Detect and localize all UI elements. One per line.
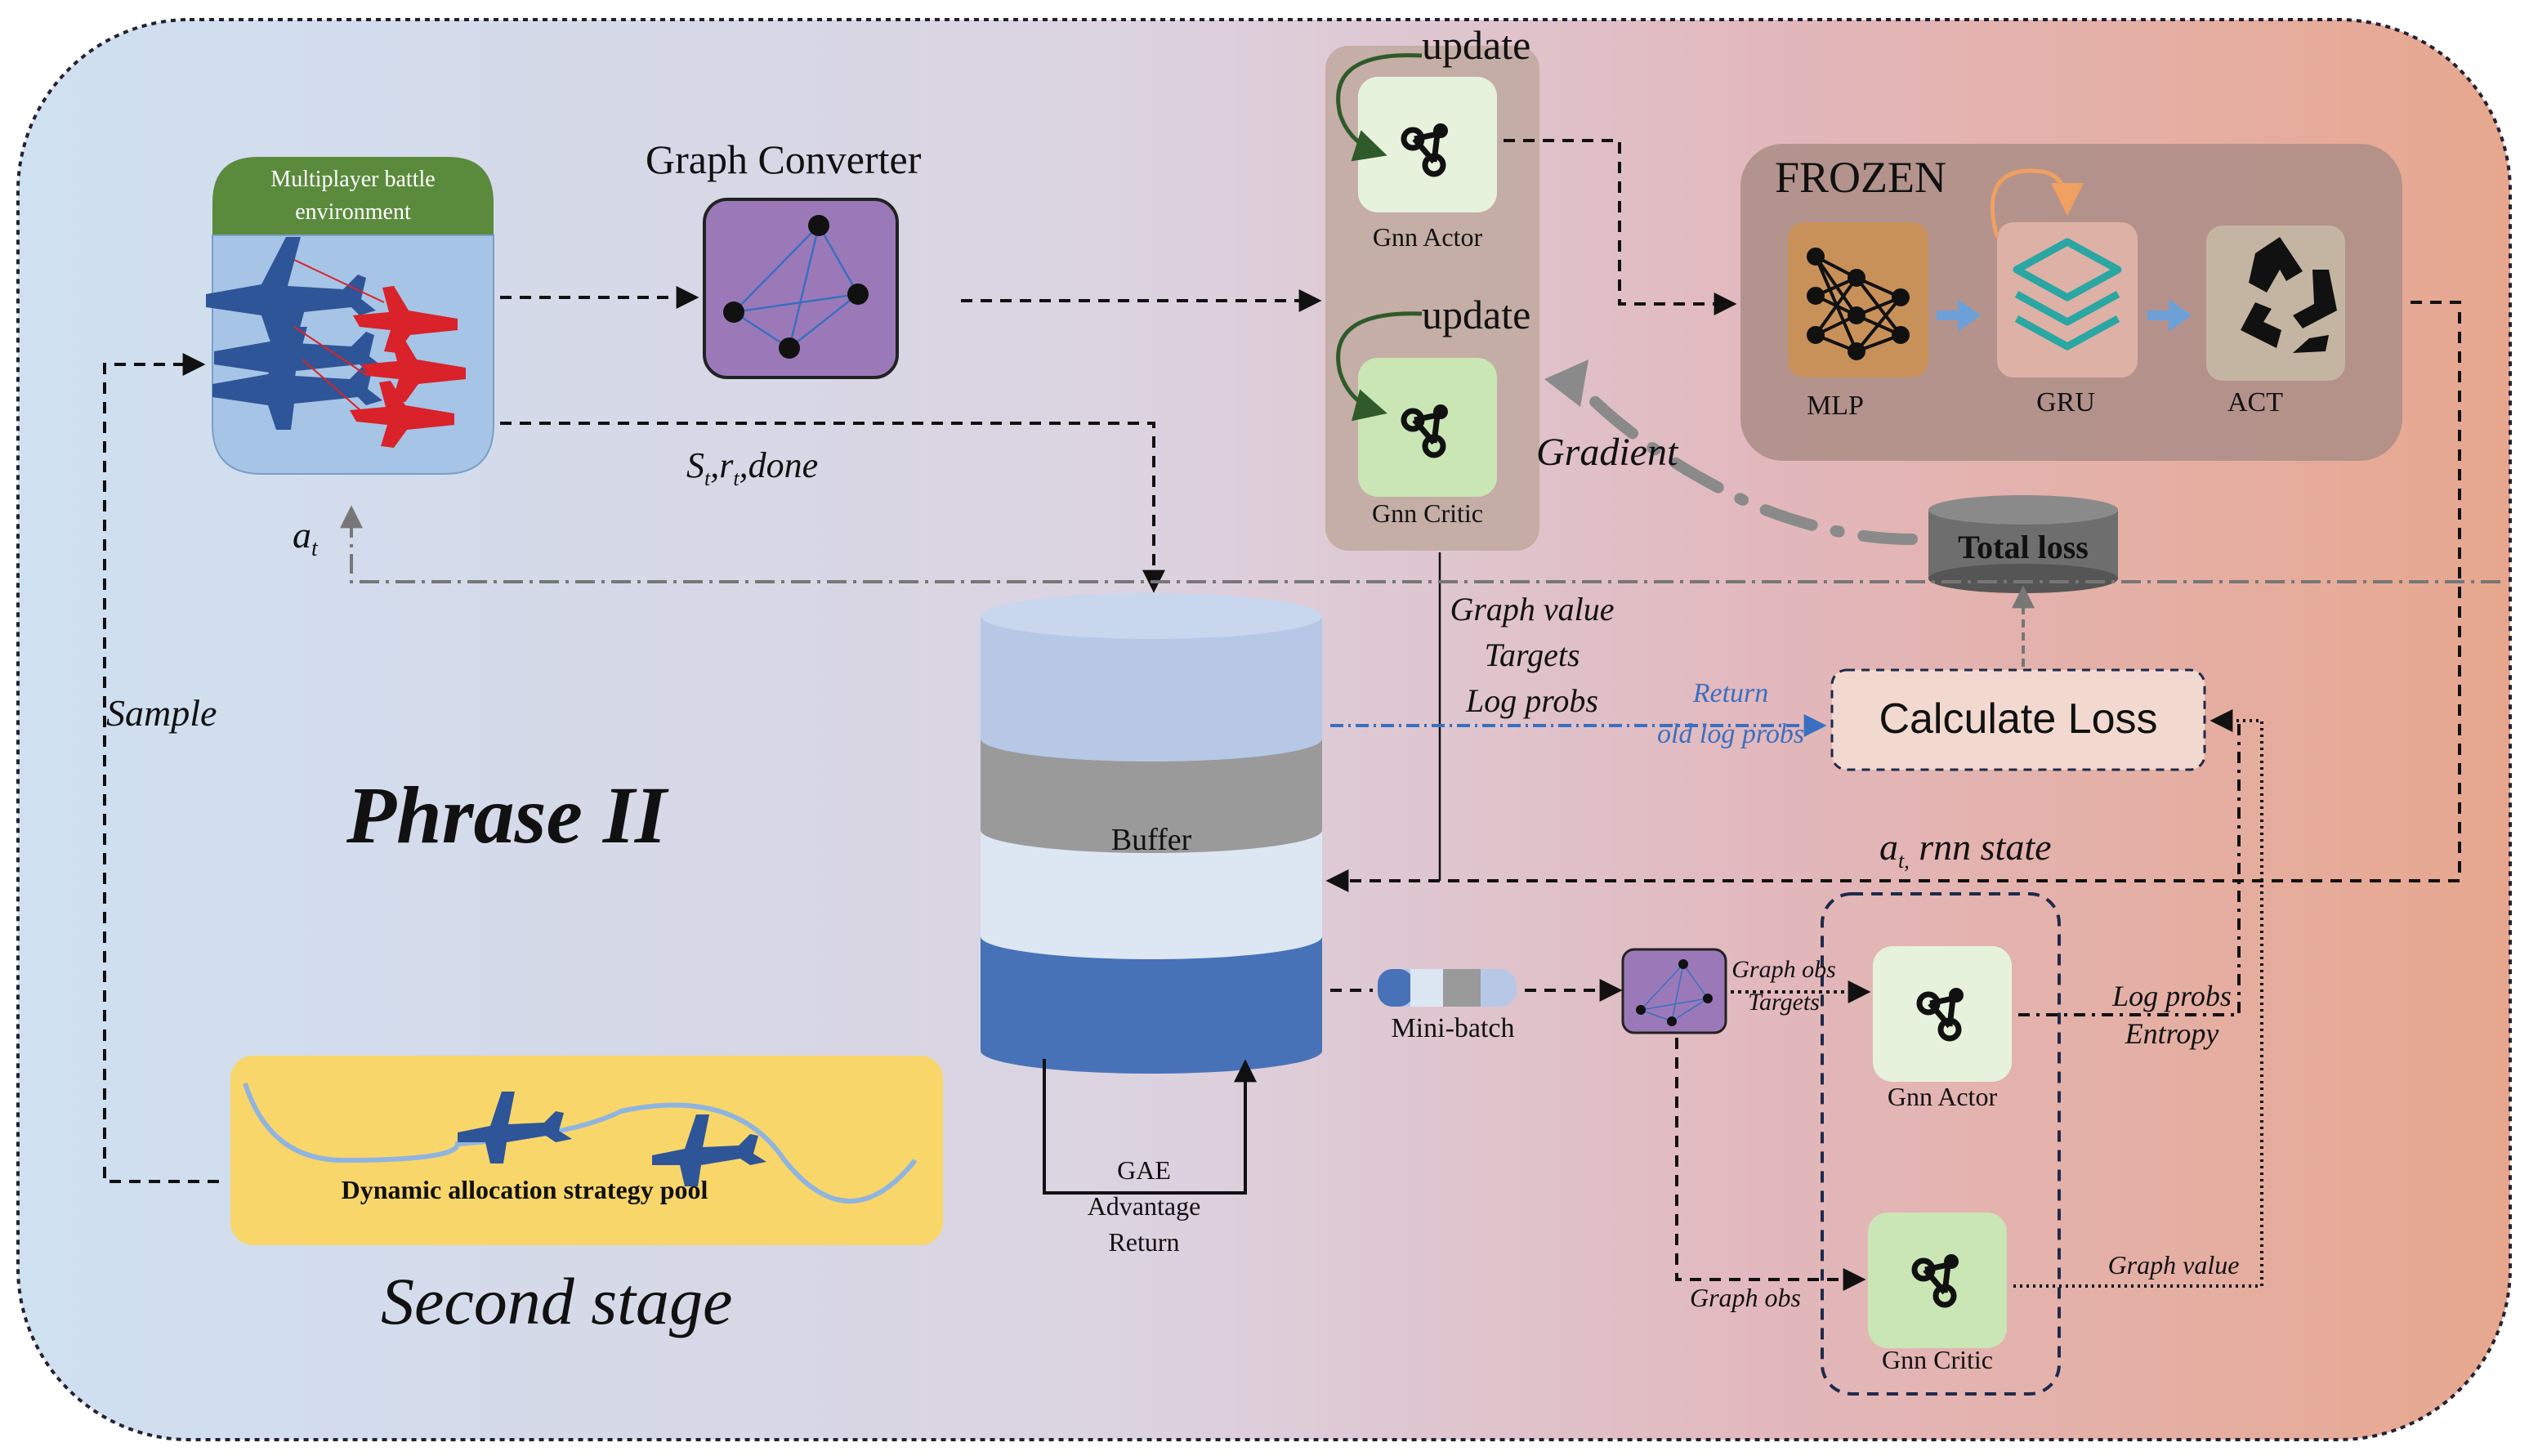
red-plane-icon <box>361 335 466 402</box>
gru-layers-icon <box>2013 238 2122 351</box>
action-a: a <box>293 514 311 556</box>
at-a: a <box>1879 826 1898 868</box>
graph-value-bottom-label: Graph value <box>2107 1250 2240 1280</box>
critic-top-label: Gnn Critic <box>1372 498 1483 528</box>
recycle-icon <box>2241 237 2337 353</box>
actor-bottom-to-calc-line <box>2018 721 2241 1016</box>
total-loss-label: Total loss <box>1958 529 2089 565</box>
mlp-to-gru-arrow <box>1937 299 1981 332</box>
red-plane-icon <box>353 286 458 353</box>
gnn-actor-top-tile <box>1358 77 1497 212</box>
state-sub-t: t <box>704 466 711 490</box>
action-feedback-arrow <box>340 505 2500 583</box>
buffer-cylinder <box>981 593 1322 1074</box>
strategy-pool-box <box>230 1056 943 1245</box>
at-rest: rnn state <box>1909 826 2052 868</box>
graph-converter-icon <box>703 198 899 379</box>
gru-recurrent-arrow <box>1990 168 2084 238</box>
actor-top-update-label: update <box>1422 22 1531 68</box>
strategy-plane-icon <box>652 1114 766 1186</box>
env-to-buffer-arrow <box>500 422 1165 593</box>
strategy-curve <box>243 1083 918 1204</box>
gnn-critic-top-tile <box>1358 358 1497 497</box>
sample-label: Sample <box>106 692 217 734</box>
state-reward-label: St,rt,done <box>686 445 819 490</box>
calculate-loss-box <box>1830 668 2206 771</box>
logprobs-entropy-line2: Entropy <box>2125 1017 2219 1050</box>
frozen-to-buffer-arrow <box>1325 301 2461 892</box>
at-rnn-state-label: at, rnn state <box>1879 825 2052 873</box>
strategy-pool-label: Dynamic allocation strategy pool <box>341 1175 708 1204</box>
small-graph-converter-icon <box>1621 948 1727 1034</box>
mlp-label: MLP <box>1807 391 1864 421</box>
update-arrow-critic <box>1336 311 1423 422</box>
gae-loop <box>1043 1059 1257 1195</box>
return-label: Return <box>1692 678 1769 708</box>
action-label: at <box>293 513 318 562</box>
actor-top-label: Gnn Actor <box>1372 222 1483 252</box>
red-plane-icon <box>350 381 454 448</box>
mlp-network-icon <box>1807 248 1910 360</box>
logprobs-entropy-line1: Log probs <box>2112 980 2232 1012</box>
frozen-title: FROZEN <box>1775 153 1947 202</box>
phase-title: Phrase II <box>346 770 667 860</box>
total-loss-cylinder <box>1928 495 2118 593</box>
bottom-model-group <box>1821 892 2061 1396</box>
critic-bottom-label: Gnn Critic <box>1882 1345 1993 1374</box>
buffer-label: Buffer <box>1110 823 1192 857</box>
calculate-loss-label: Calculate Loss <box>1879 695 2158 743</box>
act-label: ACT <box>2227 387 2283 418</box>
state-done: done <box>748 445 819 485</box>
missile-trails <box>293 259 385 418</box>
graph-obs-targets-line1: Graph obs <box>1731 956 1836 983</box>
graph-obs-targets-line2: Targets <box>1748 989 1820 1016</box>
strategy-plane-icon <box>458 1092 572 1163</box>
gradient-label: Gradient <box>1536 431 1678 474</box>
minibatch-icon <box>1378 969 1517 1007</box>
old-log-probs-label: old log probs <box>1656 719 1805 749</box>
advantage-label: Advantage <box>1087 1191 1201 1221</box>
critic-top-update-label: update <box>1422 292 1531 337</box>
blue-plane-icon <box>212 327 382 430</box>
targets-line: Targets <box>1484 636 1580 673</box>
critic-bottom-to-calc-arrow <box>2013 709 2263 1288</box>
env-header-line2: environment <box>295 199 411 225</box>
connectors <box>103 139 2500 1291</box>
gradient-arrow <box>1544 360 1918 545</box>
gru-label: GRU <box>2036 387 2095 418</box>
gae-label: GAE <box>1117 1155 1171 1185</box>
graph-converter-title: Graph Converter <box>646 136 922 182</box>
reward-sub-t: t <box>733 466 739 490</box>
state-s: S <box>686 445 704 485</box>
blue-plane-icon <box>206 237 376 340</box>
state-r: r <box>719 445 734 485</box>
graph-value-line: Graph value <box>1450 591 1615 628</box>
gae-return-label: Return <box>1108 1227 1180 1257</box>
gru-to-act-arrow <box>2147 299 2192 332</box>
second-stage-label: Second stage <box>381 1264 733 1338</box>
action-sub-t: t <box>311 536 318 562</box>
graph-obs-bottom-label: Graph obs <box>1689 1283 1801 1312</box>
converter-to-critic-bottom-arrow <box>1675 1038 1866 1291</box>
actor-to-frozen-arrow <box>1504 139 1737 315</box>
actor-bottom-label: Gnn Actor <box>1887 1082 1998 1111</box>
minibatch-label: Mini-batch <box>1391 1013 1515 1043</box>
log-probs-line: Log probs <box>1466 682 1598 719</box>
env-header-line1: Multiplayer battle <box>270 167 436 192</box>
update-arrow-actor <box>1336 53 1423 162</box>
at-sub: t, <box>1898 849 1910 873</box>
